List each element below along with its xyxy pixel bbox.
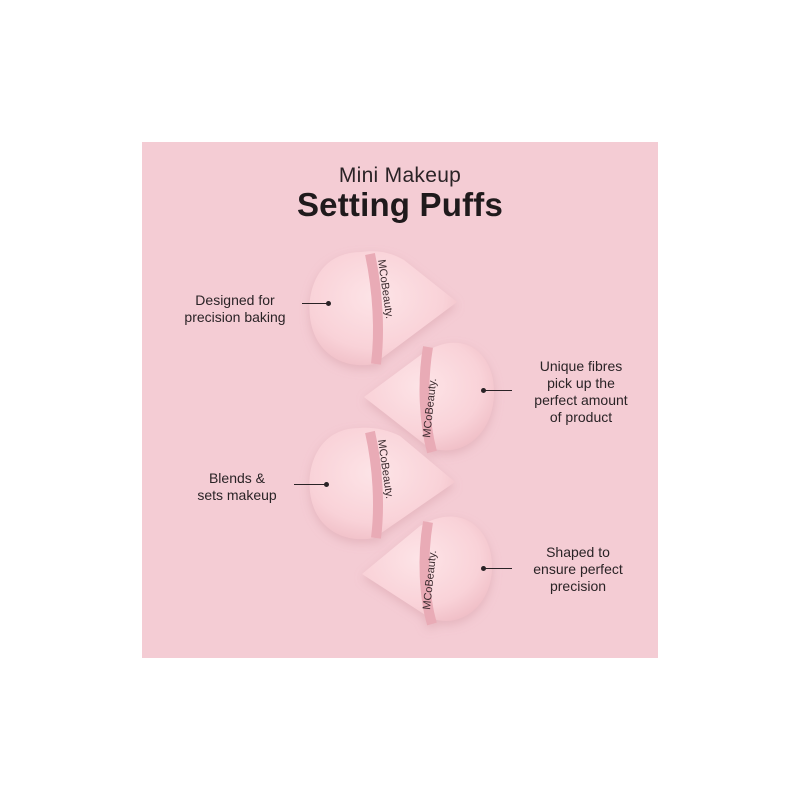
callout-unique-fibres: Unique fibres pick up the perfect amount… [514,358,648,426]
callout-dot [481,566,486,571]
callout-shaped-precision: Shaped to ensure perfect precision [514,544,642,595]
callout-line [484,390,512,391]
callout-text: Blends & sets makeup [197,470,277,503]
callout-text: Unique fibres pick up the perfect amount… [534,358,628,425]
callout-line [484,568,512,569]
callout-blends-sets: Blends & sets makeup [182,470,292,504]
callout-text: Shaped to ensure perfect precision [533,544,623,594]
callout-line [294,484,326,485]
puff-3 [309,427,455,540]
callout-text: Designed for precision baking [184,292,286,325]
puff-4 [362,516,492,626]
callout-dot [481,388,486,393]
callout-dot [326,301,331,306]
callout-dot [324,482,329,487]
product-panel: Mini Makeup Setting Puffs MCoBeauty. MCo… [142,142,658,658]
product-subtitle: Mini Makeup [338,164,462,187]
puff-2 [364,342,494,454]
product-title: Setting Puffs [296,186,504,223]
callout-precision-baking: Designed for precision baking [170,292,300,326]
puff-1 [309,251,457,366]
callout-line [302,303,328,304]
puffs-illustration: MCoBeauty. MCoBeauty. MCoBeauty. MCoBeau… [309,251,494,626]
